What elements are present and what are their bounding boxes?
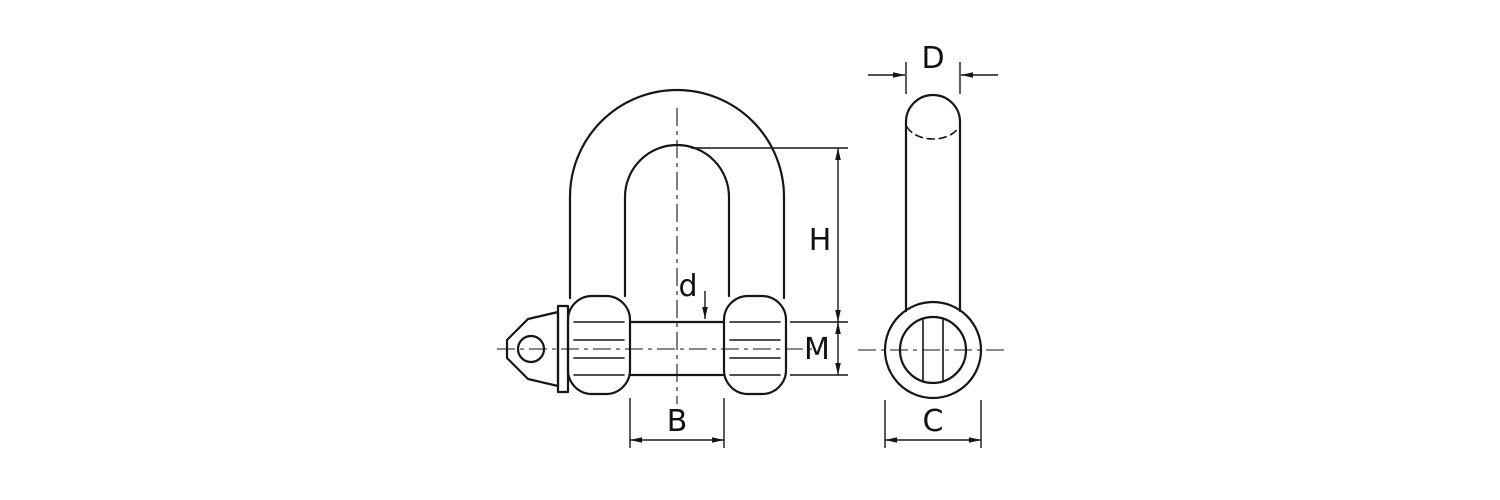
side-hidden-arc	[906, 126, 960, 140]
dim-label-H: H	[809, 223, 832, 258]
dim-label-D: D	[921, 41, 944, 76]
dim-label-C: C	[923, 404, 944, 439]
bow-inner-arc	[623, 143, 731, 199]
right-ear	[722, 294, 788, 396]
dim-label-B: B	[667, 404, 688, 439]
ear-thread-lines	[573, 321, 781, 376]
side-eye-outer	[883, 300, 983, 400]
side-pin-slot-lines	[922, 318, 944, 382]
left-ear	[566, 294, 632, 396]
dim-label-d: d	[678, 269, 697, 304]
side-eye-inner	[898, 315, 968, 385]
dimension-labels: H M d B D C	[667, 41, 945, 439]
dimension-lines	[629, 62, 998, 448]
front-view	[505, 88, 788, 396]
side-shank-outline	[904, 93, 962, 313]
dim-label-M: M	[804, 332, 830, 367]
pin-head-hole	[516, 334, 546, 364]
pin-head	[505, 310, 560, 388]
centerlines	[497, 108, 1008, 404]
side-view	[883, 93, 983, 400]
